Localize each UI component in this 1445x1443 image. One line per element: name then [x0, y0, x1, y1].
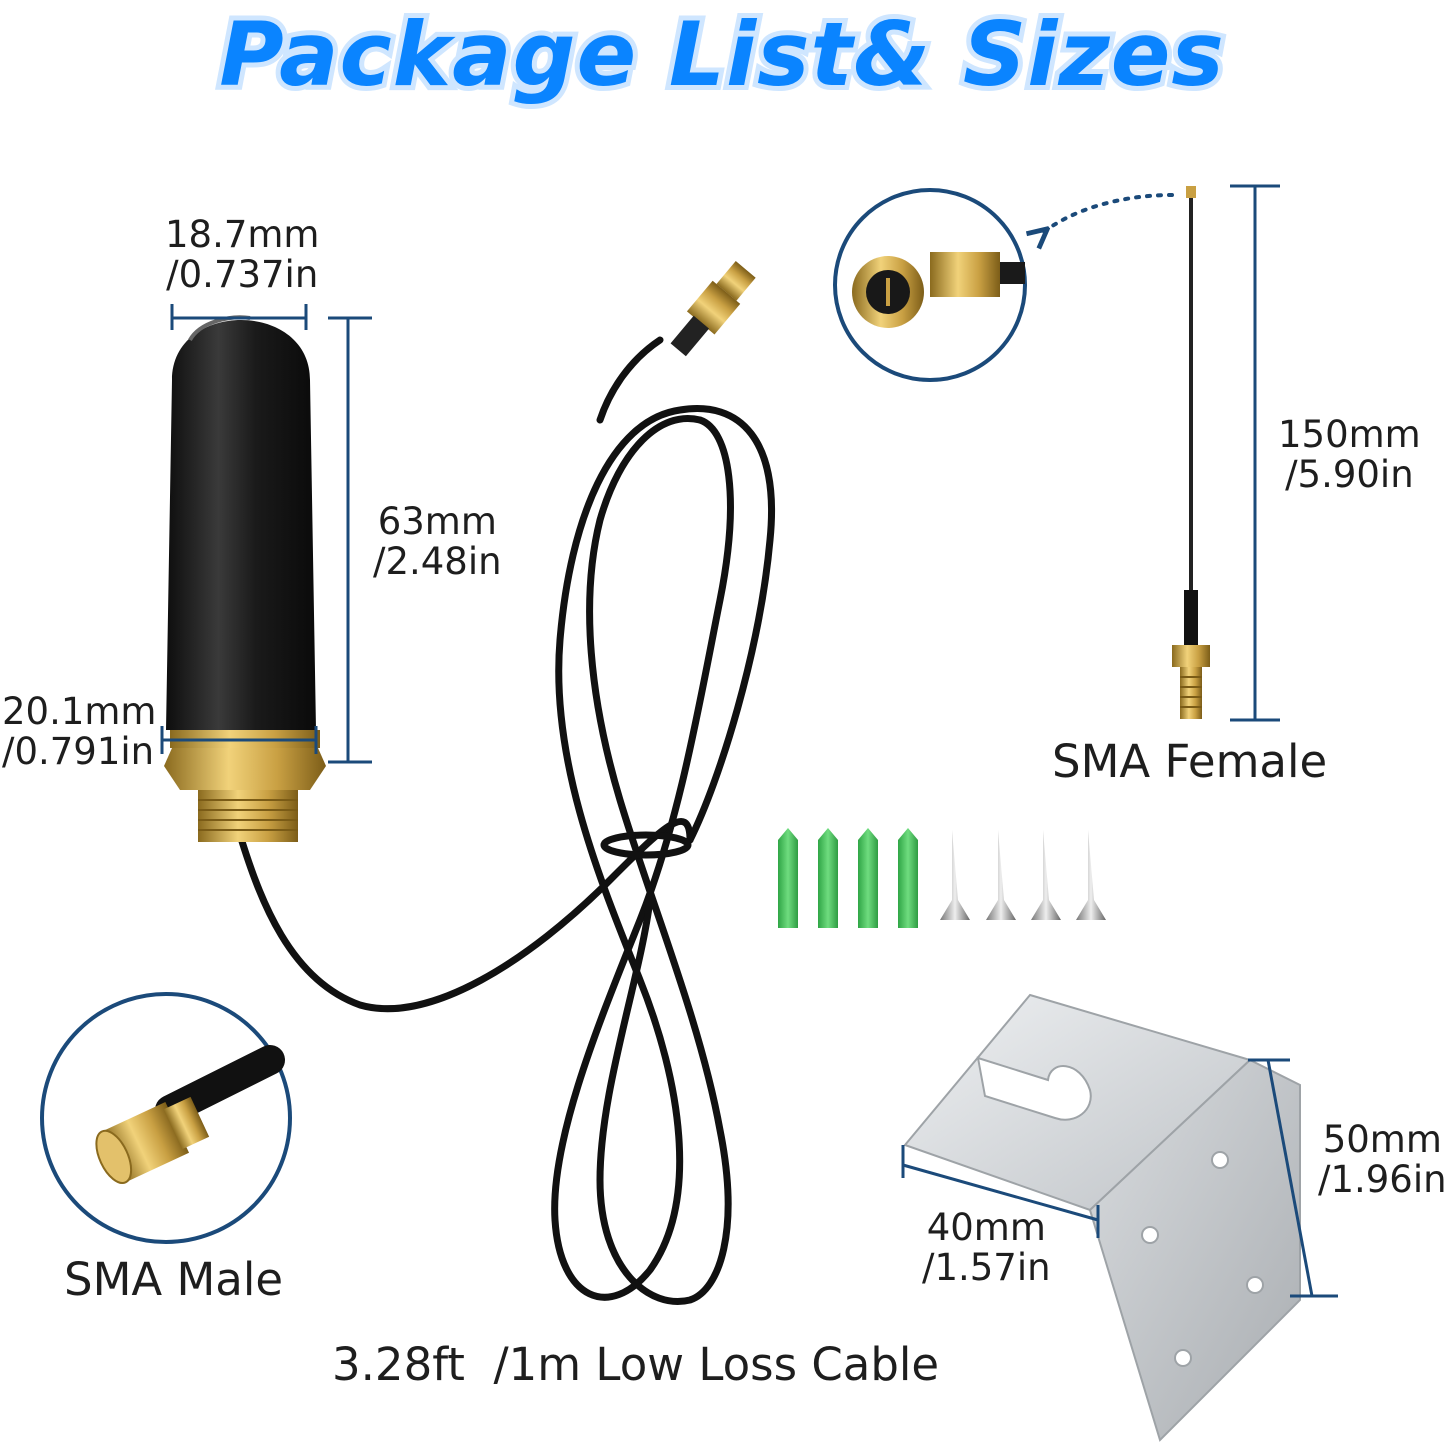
bracket-height-in: /1.96in	[1318, 1158, 1445, 1201]
screws	[940, 830, 1106, 920]
wall-anchors	[778, 828, 918, 928]
pigtail-dimension-line	[1230, 184, 1280, 722]
cable-tie	[600, 831, 692, 859]
antenna-height-in: /2.48in	[373, 540, 502, 583]
antenna-top-width-in: /0.737in	[166, 253, 319, 296]
bracket-height-label: 50mm /1.96in	[1318, 1120, 1445, 1200]
antenna-base-width-in: /0.791in	[2, 730, 155, 773]
antenna-top-width-label: 18.7mm /0.737in	[165, 215, 319, 295]
sma-female-label: SMA Female	[1052, 735, 1328, 788]
pigtail-cable	[1172, 186, 1210, 719]
pigtail-length-mm: 150mm	[1278, 413, 1421, 456]
sma-male-label: SMA Male	[64, 1253, 284, 1306]
antenna-height-label: 63mm /2.48in	[373, 502, 502, 582]
low-loss-cable	[236, 336, 775, 1305]
bracket-width-in: /1.57in	[922, 1246, 1051, 1289]
mounting-bracket	[903, 993, 1301, 1442]
antenna	[164, 315, 326, 842]
page-title: Package List& Sizes	[214, 0, 1229, 110]
antenna-base-width-mm: 20.1mm	[2, 690, 157, 733]
antenna-dimension-lines	[160, 304, 372, 764]
bracket-width-label: 40mm /1.57in	[922, 1208, 1051, 1288]
pigtail-length-label: 150mm /5.90in	[1278, 415, 1421, 495]
cable-label: 3.28ft /1m Low Loss Cable	[332, 1338, 940, 1391]
bracket-width-mm: 40mm	[926, 1206, 1046, 1249]
bracket-dimension-lines	[901, 1058, 1338, 1298]
sma-connector-top	[670, 261, 756, 357]
sma-male-zoom	[40, 992, 292, 1244]
ufl-connector-zoom	[833, 188, 1027, 382]
antenna-height-mm: 63mm	[377, 500, 497, 543]
bracket-height-mm: 50mm	[1322, 1118, 1442, 1161]
pigtail-length-in: /5.90in	[1285, 453, 1414, 496]
page-title-text: Package List& Sizes	[219, 3, 1225, 106]
antenna-top-width-mm: 18.7mm	[165, 213, 320, 256]
zoom-arrow	[1040, 193, 1174, 235]
antenna-base-width-label: 20.1mm /0.791in	[2, 692, 156, 772]
